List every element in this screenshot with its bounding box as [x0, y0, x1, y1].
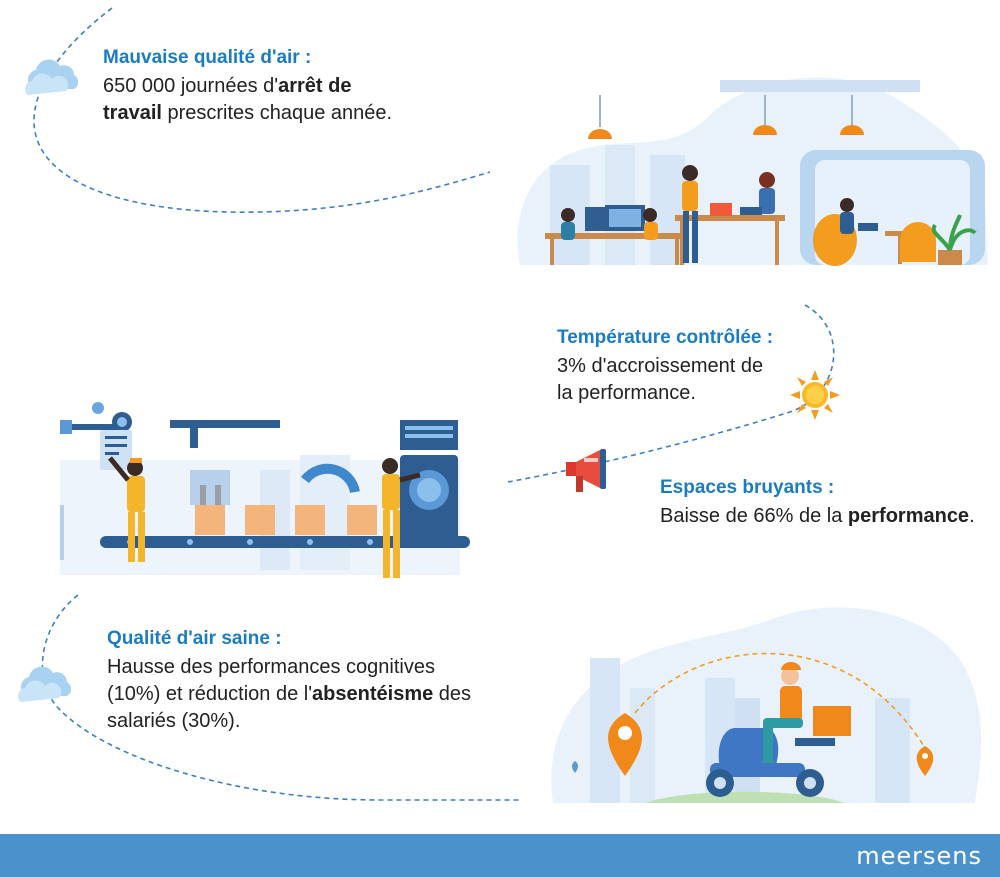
brand-logo: meersens [856, 842, 982, 870]
cloud-icon [18, 666, 72, 702]
healthy-air-text-end: des [433, 683, 472, 705]
factory-illustration [60, 402, 470, 578]
temperature-line-2: la performance. [557, 382, 696, 404]
noisy-spaces-line-1: Baisse de 66% de la performance. [660, 503, 975, 530]
office-illustration [517, 77, 988, 266]
temperature-title: Température contrôlée : [557, 327, 774, 348]
noise-emphasis: performance [847, 505, 970, 527]
temperature-block: Température contrôlée : 3% d'accroisseme… [557, 325, 773, 407]
poor-air-emphasis: arrêt de [278, 75, 352, 97]
healthy-air-line-3: salariés (30%). [107, 710, 241, 732]
footer-bar: meersens [0, 834, 1000, 877]
poor-air-emphasis-2: travail [103, 102, 162, 124]
poor-air-quality-title: Mauvaise qualité d'air : [103, 47, 312, 68]
noise-text: Baisse de 66% de la [660, 505, 848, 527]
noisy-spaces-block: Espaces bruyants : Baisse de 66% de la p… [660, 475, 975, 530]
healthy-air-line-2: (10%) et réduction de l'absentéisme des [107, 681, 471, 708]
healthy-air-block: Qualité d'air saine : Hausse des perform… [107, 626, 471, 735]
poor-air-text: 650 000 journées d' [103, 75, 279, 97]
noise-text-end: . [969, 505, 975, 527]
healthy-air-line-1: Hausse des performances cognitives [107, 656, 435, 678]
poor-air-quality-block: Mauvaise qualité d'air : 650 000 journée… [103, 45, 392, 127]
poor-air-quality-line-2: travail prescrites chaque année. [103, 100, 392, 127]
megaphone-icon [566, 449, 606, 492]
healthy-air-title: Qualité d'air saine : [107, 628, 282, 649]
healthy-air-text: (10%) et réduction de l' [107, 683, 313, 705]
healthy-air-emphasis: absentéisme [312, 683, 434, 705]
sun-icon [790, 370, 840, 420]
poor-air-quality-line-1: 650 000 journées d'arrêt de [103, 73, 392, 100]
cloud-icon [25, 59, 79, 95]
delivery-illustration [551, 607, 982, 803]
noisy-spaces-title: Espaces bruyants : [660, 477, 835, 498]
temperature-line-1: 3% d'accroissement de [557, 355, 764, 377]
poor-air-text-2: prescrites chaque année. [161, 102, 393, 124]
